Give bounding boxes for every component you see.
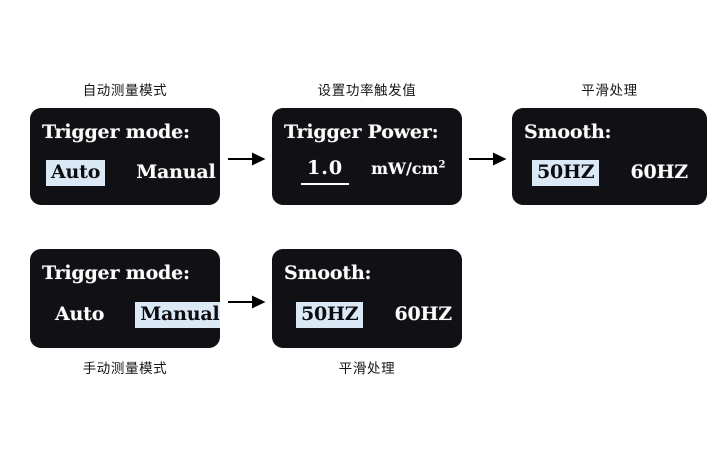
caption-smooth-manual: 平滑处理 bbox=[338, 361, 396, 376]
caption-trigger-power: 设置功率触发值 bbox=[317, 83, 417, 98]
option-row-smooth-manual: 50HZ 60HZ bbox=[296, 302, 457, 328]
arrow-auto-2 bbox=[469, 150, 507, 168]
panel-smooth-manual: Smooth: 50HZ 60HZ bbox=[272, 249, 462, 348]
option-auto[interactable]: Auto bbox=[55, 303, 105, 325]
arrow-manual-1 bbox=[228, 293, 266, 311]
panel-title-smooth-auto: Smooth: bbox=[524, 121, 612, 143]
caption-auto-mode: 自动测量模式 bbox=[82, 83, 168, 98]
trigger-power-value-field[interactable]: 1.0 bbox=[301, 156, 350, 186]
trigger-power-value: 1.0 bbox=[307, 157, 344, 179]
trigger-power-unit: mW/cm2 bbox=[371, 159, 446, 178]
unit-base: mW/cm bbox=[371, 159, 439, 178]
option-auto[interactable]: Auto bbox=[46, 160, 106, 186]
option-manual[interactable]: Manual bbox=[136, 161, 216, 183]
caption-smooth-auto: 平滑处理 bbox=[581, 83, 638, 98]
panel-trigger-mode-auto: Trigger mode: Auto Manual bbox=[30, 108, 220, 205]
panel-title-trigger-mode-auto: Trigger mode: bbox=[42, 121, 190, 143]
panel-trigger-power: Trigger Power: 1.0 mW/cm2 bbox=[272, 108, 462, 205]
option-manual[interactable]: Manual bbox=[135, 302, 220, 328]
caption-manual-mode: 手动测量模式 bbox=[82, 361, 168, 376]
option-50hz[interactable]: 50HZ bbox=[296, 302, 364, 328]
option-50hz[interactable]: 50HZ bbox=[532, 160, 600, 186]
option-row-smooth-auto: 50HZ 60HZ bbox=[532, 160, 693, 186]
option-60hz[interactable]: 60HZ bbox=[394, 303, 452, 325]
panel-smooth-auto: Smooth: 50HZ 60HZ bbox=[512, 108, 707, 205]
value-underline bbox=[301, 183, 350, 185]
panel-title-smooth-manual: Smooth: bbox=[284, 262, 372, 284]
option-60hz[interactable]: 60HZ bbox=[630, 161, 688, 183]
panel-title-trigger-power: Trigger Power: bbox=[284, 121, 439, 143]
panel-title-trigger-mode-manual: Trigger mode: bbox=[42, 262, 190, 284]
arrow-auto-1 bbox=[228, 150, 266, 168]
value-row-trigger-power: 1.0 mW/cm2 bbox=[301, 156, 445, 186]
option-row-trigger-mode-manual: Auto Manual bbox=[50, 302, 220, 328]
panel-trigger-mode-manual: Trigger mode: Auto Manual bbox=[30, 249, 220, 348]
unit-exponent: 2 bbox=[438, 159, 446, 171]
option-row-trigger-mode-auto: Auto Manual bbox=[46, 160, 220, 186]
